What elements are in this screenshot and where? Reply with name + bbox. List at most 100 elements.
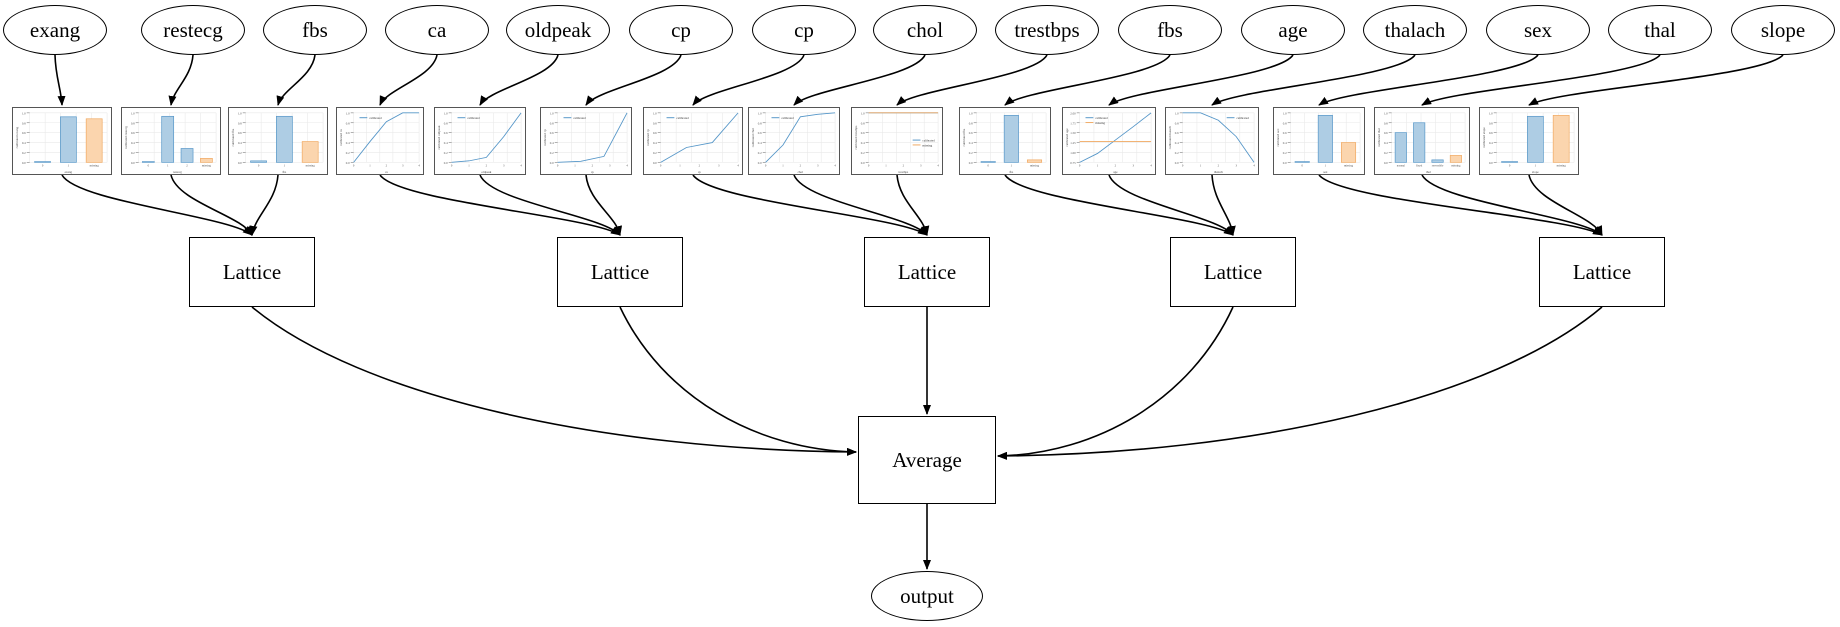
edge-f2-to-c2 — [276, 54, 316, 106]
feature-node-restecg-1[interactable]: restecg — [141, 5, 245, 55]
svg-text:fbs: fbs — [282, 170, 287, 174]
edge-c13-to-l4 — [1421, 174, 1603, 236]
feature-node-ca-3[interactable]: ca — [385, 5, 489, 55]
svg-text:0: 0 — [557, 163, 559, 167]
svg-text:0.2: 0.2 — [550, 151, 554, 155]
edge-l1-to-avg — [619, 306, 857, 456]
feature-node-cp-5[interactable]: cp — [629, 5, 733, 55]
feature-node-label: chol — [906, 17, 944, 42]
svg-text:calibrated: calibrated — [922, 138, 935, 142]
feature-node-thalach-11[interactable]: thalach — [1363, 5, 1467, 55]
feature-node-label: slope — [1760, 17, 1806, 42]
svg-text:0.8: 0.8 — [238, 121, 242, 125]
svg-text:calibrated: calibrated — [1236, 116, 1249, 120]
svg-text:calibrated chol: calibrated chol — [751, 128, 755, 148]
lattice-node-3[interactable]: Lattice — [1170, 237, 1296, 307]
svg-text:4: 4 — [834, 163, 836, 167]
svg-text:0.6: 0.6 — [1283, 131, 1287, 135]
feature-node-chol-7[interactable]: chol — [873, 5, 977, 55]
svg-text:0.2: 0.2 — [758, 151, 762, 155]
svg-text:0.6: 0.6 — [346, 131, 350, 135]
svg-text:0.2: 0.2 — [861, 151, 865, 155]
svg-text:1.0: 1.0 — [22, 111, 26, 115]
edge-c7-to-l2 — [793, 174, 928, 236]
svg-text:0: 0 — [258, 163, 260, 167]
svg-text:1: 1 — [1325, 163, 1327, 167]
svg-text:0.0: 0.0 — [969, 161, 973, 165]
svg-text:0.8: 0.8 — [346, 121, 350, 125]
svg-text:age: age — [1113, 170, 1118, 174]
svg-text:0.0: 0.0 — [346, 161, 350, 165]
svg-text:0: 0 — [1182, 163, 1184, 167]
feature-node-fbs-9[interactable]: fbs — [1118, 5, 1222, 55]
svg-text:fixed: fixed — [1416, 163, 1423, 167]
svg-text:0.2: 0.2 — [346, 151, 350, 155]
svg-text:0.8: 0.8 — [550, 121, 554, 125]
svg-text:0.4: 0.4 — [1489, 141, 1493, 145]
svg-text:1: 1 — [782, 163, 784, 167]
feature-node-slope-14[interactable]: slope — [1731, 5, 1835, 55]
average-node[interactable]: Average — [858, 416, 996, 504]
svg-text:calibrated: calibrated — [369, 116, 382, 120]
svg-text:0: 0 — [1509, 163, 1511, 167]
svg-text:3: 3 — [1235, 163, 1237, 167]
feature-node-exang-0[interactable]: exang — [3, 5, 107, 55]
lattice-node-0[interactable]: Lattice — [189, 237, 315, 307]
svg-text:1: 1 — [1535, 163, 1537, 167]
output-node[interactable]: output — [871, 571, 983, 621]
svg-text:reversible: reversible — [1432, 163, 1444, 167]
feature-node-label: ca — [427, 17, 447, 42]
svg-text:0.6: 0.6 — [1489, 131, 1493, 135]
svg-text:3: 3 — [817, 163, 819, 167]
svg-text:exang: exang — [65, 170, 73, 174]
lattice-node-2[interactable]: Lattice — [864, 237, 990, 307]
svg-text:2: 2 — [1115, 163, 1117, 167]
svg-text:0.8: 0.8 — [1489, 121, 1493, 125]
svg-text:4: 4 — [626, 163, 628, 167]
feature-node-trestbps-8[interactable]: trestbps — [995, 5, 1099, 55]
lattice-node-4[interactable]: Lattice — [1539, 237, 1665, 307]
svg-text:1: 1 — [1097, 163, 1099, 167]
edge-c10-to-l3 — [1108, 174, 1234, 236]
edge-f7-to-c7 — [793, 54, 926, 106]
svg-text:1.0: 1.0 — [550, 111, 554, 115]
feature-node-age-10[interactable]: age — [1241, 5, 1345, 55]
feature-node-sex-12[interactable]: sex — [1486, 5, 1590, 55]
feature-node-fbs-2[interactable]: fbs — [263, 5, 367, 55]
svg-text:4: 4 — [1150, 163, 1152, 167]
feature-node-thal-13[interactable]: thal — [1608, 5, 1712, 55]
svg-text:calibrated sex: calibrated sex — [1276, 128, 1280, 146]
svg-text:0.0: 0.0 — [861, 161, 865, 165]
edge-f13-to-c13 — [1421, 54, 1661, 106]
svg-text:4: 4 — [418, 163, 420, 167]
svg-text:3: 3 — [402, 163, 404, 167]
svg-text:0.6: 0.6 — [444, 131, 448, 135]
feature-node-oldpeak-4[interactable]: oldpeak — [506, 5, 610, 55]
svg-text:0.4: 0.4 — [238, 141, 242, 145]
svg-text:1.0: 1.0 — [444, 111, 448, 115]
svg-text:1.00: 1.00 — [1070, 151, 1076, 155]
edge-c12-to-l4 — [1318, 174, 1603, 236]
feature-node-cp-6[interactable]: cp — [752, 5, 856, 55]
lattice-node-1[interactable]: Lattice — [557, 237, 683, 307]
